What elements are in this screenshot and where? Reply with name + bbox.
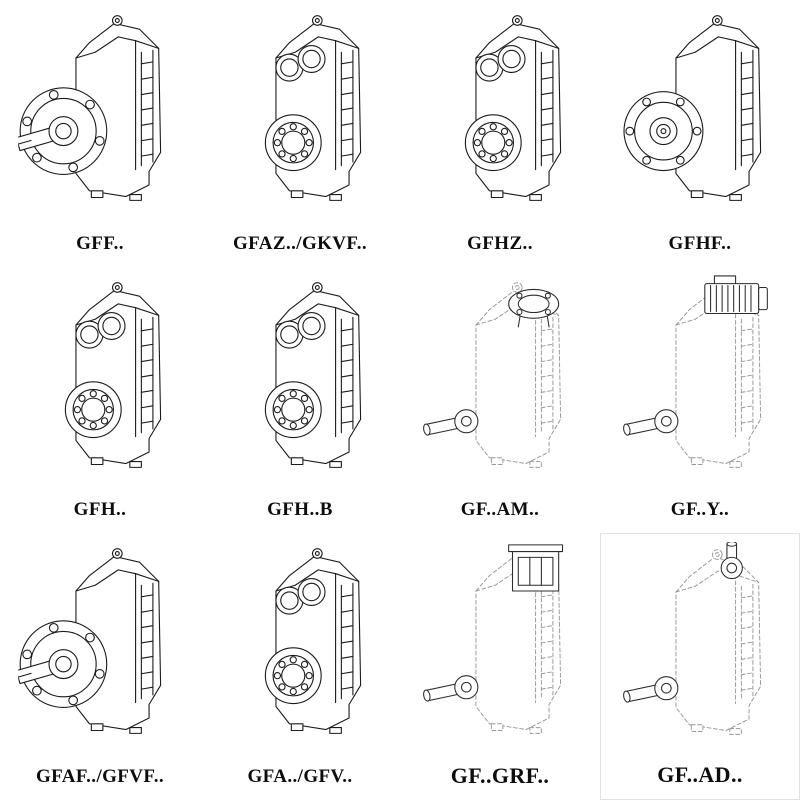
- catalog-cell: GFHF..: [600, 0, 800, 267]
- catalog-cell: GF..AM..: [400, 267, 600, 534]
- catalog-cell: GFF..: [0, 0, 200, 267]
- gearmotor-with-motor-drawing-icon: [611, 275, 789, 477]
- model-label: GFHZ..: [467, 232, 533, 254]
- gearbox-hollow-shaft-drawing-icon: [411, 8, 589, 210]
- model-label: GFH..B: [267, 499, 333, 521]
- catalog-cell: GF..GRF..: [400, 533, 600, 800]
- model-label: GF..AM..: [460, 499, 540, 521]
- catalog-cell: GFH..: [0, 267, 200, 534]
- catalog-cell: GFAZ../GKVF..: [200, 0, 400, 267]
- gearbox-flange-hollow-drawing-icon: [611, 8, 789, 210]
- catalog-cell: GFHZ..: [400, 0, 600, 267]
- gearbox-hollow-shaft-drawing-icon: [211, 8, 389, 210]
- gearbox-flange-output-drawing-icon: [11, 8, 189, 210]
- gearbox-hollow-shaft-drawing-icon: [211, 541, 389, 743]
- model-label: GFA../GFV..: [247, 766, 353, 788]
- catalog-cell: GF..Y..: [600, 267, 800, 534]
- gearbox-flange-output-drawing-icon: [11, 541, 189, 743]
- catalog-cell: GF..AD..: [600, 533, 800, 800]
- gearbox-input-housing-drawing-icon: [411, 541, 589, 743]
- gearbox-hollow-shaft-drawing-icon: [11, 275, 189, 477]
- catalog-cell: GFA../GFV..: [200, 533, 400, 800]
- catalog-cell: GFAF../GFVF..: [0, 533, 200, 800]
- model-label: GFHF..: [668, 232, 732, 254]
- model-label: GFAF../GFVF..: [35, 766, 164, 788]
- gearbox-motor-adapter-drawing-icon: [411, 275, 589, 477]
- model-label: GF..Y..: [670, 499, 730, 521]
- model-label: GFF..: [76, 232, 124, 254]
- model-label: GFAZ../GKVF..: [233, 232, 367, 254]
- gearbox-hollow-shaft-drawing-icon: [211, 275, 389, 477]
- model-label: GFH..: [73, 499, 127, 521]
- catalog-cell: GFH..B: [200, 267, 400, 534]
- gearbox-input-shaft-drawing-icon: [611, 542, 789, 744]
- model-label: GF..GRF..: [450, 762, 550, 788]
- model-label: GF..AD..: [657, 761, 743, 787]
